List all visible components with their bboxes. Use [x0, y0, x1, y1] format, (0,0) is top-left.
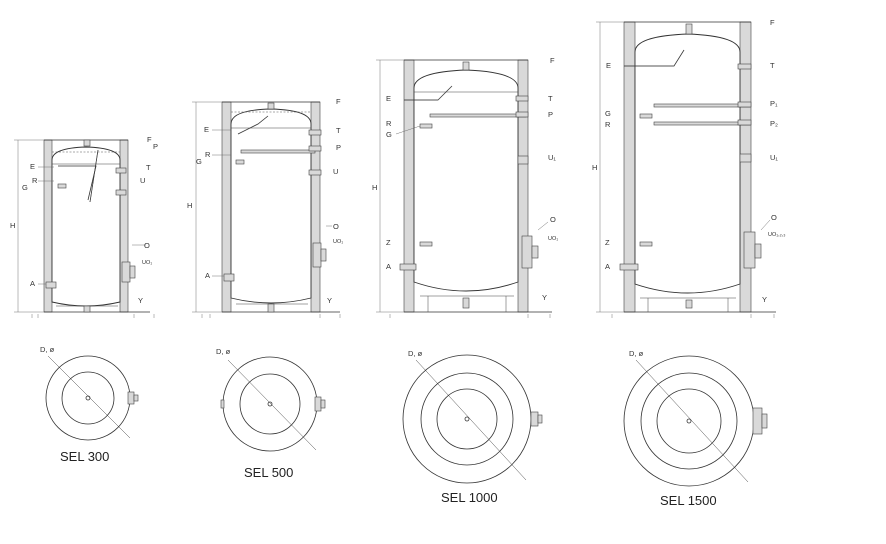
sel1000-uo-label: UO₁ [548, 236, 558, 242]
sel300-top-view: D, ø SEL 300 [40, 345, 139, 464]
sel1000-e-label: E [386, 94, 391, 103]
sel500-e-label: E [204, 125, 209, 134]
sel1500-p1-label: P₁ [770, 99, 778, 108]
sel1500-t-label: T [770, 61, 775, 70]
sel1500-g-label: G [605, 109, 611, 118]
sel1000-diameter-label: D, ø [408, 349, 423, 358]
sel1500-p2-label: P₂ [770, 119, 778, 128]
sel1500-o-label: O [771, 213, 777, 222]
sel300-y-label: Y [138, 296, 143, 305]
sel1500-uo-label: UO₁,₂,₃ [768, 232, 786, 238]
sel1500-height-label: H [592, 163, 597, 172]
sel1000-g-label: G [386, 130, 392, 139]
sel1000-tank [413, 69, 519, 292]
sel500-side-view: H F T P U O UO₁ Y E R G A [187, 97, 343, 313]
sel1000-o-label: O [550, 215, 556, 224]
sel1500-e-label: E [606, 61, 611, 70]
sel500-uo-label: UO₁ [333, 239, 343, 245]
sel300-right-pipe [119, 139, 129, 313]
sel1000-p-label: P [548, 110, 553, 119]
sel1000-z-label: Z [386, 238, 391, 247]
sel1000-left-pipe [403, 59, 415, 313]
sel300-height-label: H [10, 221, 15, 230]
sel1500-top-view: D, ø SEL 1500 [623, 349, 768, 508]
sel300-p-label: P [153, 142, 158, 151]
sel1000-top-view: D, ø SEL 1000 [402, 349, 543, 505]
sel300-caption: SEL 300 [60, 449, 109, 464]
sel300-f-label: F [147, 135, 152, 144]
sel300-g-label: G [22, 183, 28, 192]
sel1500-diameter-label: D, ø [629, 349, 644, 358]
sel500-caption: SEL 500 [244, 465, 293, 480]
sel300-t-label: T [146, 163, 151, 172]
sel500-r-label: R [205, 150, 211, 159]
sel300-a-label: A [30, 279, 35, 288]
sel500-p-label: P [336, 143, 341, 152]
sel500-height-label: H [187, 201, 192, 210]
sel1500-side-view: H F T P₁ P₂ U₁ O UO₁,₂,₃ Y E G R Z A [592, 18, 786, 313]
sel300-e-label: E [30, 162, 35, 171]
sel500-diameter-label: D, ø [216, 347, 231, 356]
sel300-o-label: O [144, 241, 150, 250]
sel1500-caption: SEL 1500 [660, 493, 717, 508]
sel1000-height-label: H [372, 183, 377, 192]
sel1000-a-label: A [386, 262, 391, 271]
sel1500-a-label: A [605, 262, 610, 271]
sel500-g-label: G [196, 157, 202, 166]
sel300-side-view: H F P T U O UO₁ Y E R G A [10, 135, 158, 313]
sel1000-caption: SEL 1000 [441, 490, 498, 505]
sel300-r-label: R [32, 176, 38, 185]
sel500-tank [230, 108, 312, 304]
sel1000-u1-label: U₁ [548, 153, 556, 162]
sel500-a-label: A [205, 271, 210, 280]
sel1000-t-label: T [548, 94, 553, 103]
sel1000-y-label: Y [542, 293, 547, 302]
sel300-uo-label: UO₁ [142, 260, 152, 266]
sel1500-f-label: F [770, 18, 775, 27]
sel1000-r-label: R [386, 119, 392, 128]
sel1500-tank [634, 33, 741, 294]
sel500-top-view: D, ø SEL 500 [216, 347, 326, 480]
sel500-u-label: U [333, 167, 338, 176]
sel500-o-label: O [333, 222, 339, 231]
sel1000-f-label: F [550, 56, 555, 65]
sel500-y-label: Y [327, 296, 332, 305]
sel500-f-label: F [336, 97, 341, 106]
sel300-u-label: U [140, 176, 145, 185]
sel300-tank [51, 146, 121, 307]
sel500-t-label: T [336, 126, 341, 135]
sel1500-r-label: R [605, 120, 611, 129]
sel1000-side-view: H F T P U₁ O UO₁ Y E R G Z A [372, 56, 558, 313]
sel300-diameter-label: D, ø [40, 345, 55, 354]
ground-ticks [31, 314, 775, 318]
sel1500-z-label: Z [605, 238, 610, 247]
sel1500-y-label: Y [762, 295, 767, 304]
sel1500-u1-label: U₁ [770, 153, 778, 162]
